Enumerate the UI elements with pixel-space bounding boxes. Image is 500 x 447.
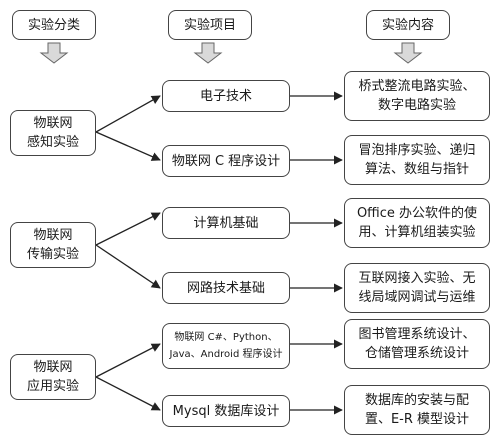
header-project-label: 实验项目 [183, 17, 236, 33]
connector-arrow [95, 95, 161, 133]
category-line: 物联网 [33, 228, 73, 243]
content-line: 算法、数组与指针 [364, 162, 469, 177]
content-line: 线局域网调试与运维 [358, 290, 476, 305]
content-box-1: 桥式整流电路实验、数字电路实验 [344, 71, 490, 121]
content-line: 数字电路实验 [377, 98, 456, 113]
connector-arrow [95, 244, 161, 289]
content-line: 冒泡排序实验、递归 [358, 143, 476, 158]
content-line: 仓储管理系统设计 [364, 346, 469, 361]
header-category: 实验分类 [12, 10, 96, 40]
project-label: 物联网 C 程序设计 [171, 153, 281, 169]
content-line: 数据库的安装与配 [364, 393, 469, 408]
down-arrow-icon [393, 42, 423, 64]
category-line: 感知实验 [26, 135, 79, 150]
project-box-multi-language-programming: 物联网 C#、Python、 Java、Android 程序设计 [162, 323, 290, 369]
project-label: Mysql 数据库设计 [172, 403, 280, 419]
project-label: 网路技术基础 [186, 280, 265, 296]
down-arrow-icon [193, 42, 223, 64]
project-box-electronics: 电子技术 [162, 80, 290, 112]
content-line: Office 办公软件的使 [356, 206, 478, 221]
header-project: 实验项目 [168, 10, 252, 40]
project-box-computer-basics: 计算机基础 [162, 207, 290, 239]
category-box-application: 物联网应用实验 [10, 354, 96, 400]
content-box-6: 数据库的安装与配置、E-R 模型设计 [344, 385, 490, 435]
project-label: 物联网 C#、Python、 [174, 332, 278, 343]
category-line: 传输实验 [26, 247, 79, 262]
project-box-c-programming: 物联网 C 程序设计 [162, 145, 290, 177]
content-box-4: 互联网接入实验、无线局域网调试与运维 [344, 263, 490, 313]
content-line: 图书管理系统设计、 [358, 327, 476, 342]
category-box-sensing: 物联网感知实验 [10, 110, 96, 156]
content-line: 用、计算机组装实验 [358, 225, 476, 240]
category-line: 物联网 [33, 116, 73, 131]
category-line: 应用实验 [26, 379, 79, 394]
content-box-3: Office 办公软件的使用、计算机组装实验 [344, 198, 490, 248]
content-box-5: 图书管理系统设计、仓储管理系统设计 [344, 319, 490, 369]
connector-arrow [95, 343, 161, 378]
content-box-2: 冒泡排序实验、递归算法、数组与指针 [344, 135, 490, 185]
connector-arrow [95, 376, 161, 411]
connector-arrow [95, 212, 161, 246]
header-content: 实验内容 [366, 10, 450, 40]
header-content-label: 实验内容 [381, 17, 434, 33]
content-line: 置、E-R 模型设计 [364, 412, 470, 427]
project-label: 计算机基础 [193, 215, 259, 231]
project-label: 电子技术 [199, 88, 252, 104]
project-label: Java、Android 程序设计 [169, 349, 283, 360]
connector-arrow [95, 131, 161, 161]
down-arrow-icon [39, 42, 69, 64]
header-category-label: 实验分类 [27, 17, 80, 33]
project-box-mysql-design: Mysql 数据库设计 [162, 395, 290, 427]
content-line: 互联网接入实验、无 [358, 271, 476, 286]
category-box-transmission: 物联网传输实验 [10, 222, 96, 268]
project-box-network-basics: 网路技术基础 [162, 272, 290, 304]
category-line: 物联网 [33, 360, 73, 375]
content-line: 桥式整流电路实验、 [358, 79, 476, 94]
